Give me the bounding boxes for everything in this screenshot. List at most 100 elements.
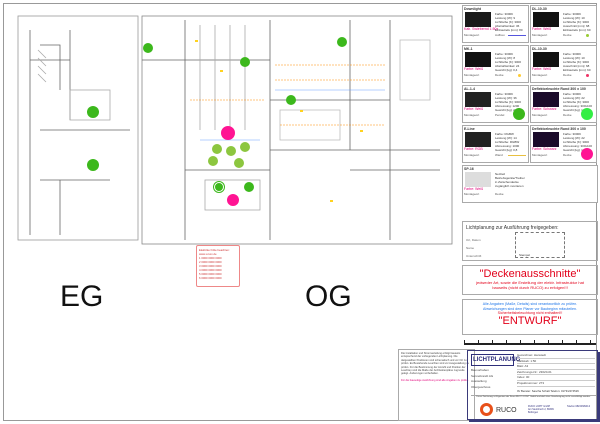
project-line: Ausstellung <box>471 379 487 383</box>
green-light-marker <box>214 182 224 192</box>
fixture-spec: Gewicht [kg]: 0,4 <box>495 68 518 72</box>
stamp-area: Stempel <box>515 232 565 258</box>
project-line: Obergeschoss <box>471 384 491 389</box>
fixture-spec: Gewicht [kg]: 1,2 <box>563 148 586 152</box>
symbol-dot-icon <box>586 74 589 77</box>
fixture-code: Farbe: 3000K <box>563 132 582 136</box>
draft-notice: Alle Angaben (Maße, Details) sind verant… <box>462 299 598 335</box>
fixture-spec: Lichtfarbe [K]: 3000 <box>495 60 522 64</box>
contact: Ihr Berater: Sascha Schalt Telefon: 0173… <box>517 389 579 393</box>
title-block: LICHTPLANUNG Bauvorhaben Sennebrandt AG … <box>467 350 598 420</box>
stamp-field: Unterschrift <box>466 254 482 258</box>
fixture-spec: Abmessung: 300x100 <box>563 104 593 108</box>
fixture-spec: Leistung [W]: 14 <box>495 136 517 140</box>
notes-text: Die Installation und Stromverteilung erf… <box>401 352 470 376</box>
fixture-spec: Abmessung: 1000 <box>495 144 520 148</box>
green-light-marker <box>87 159 99 171</box>
fixture-code: Farbe: 3000K <box>495 12 514 16</box>
field-value: A3 <box>524 364 529 369</box>
fixture-code: Farbe: 3000K <box>495 92 514 96</box>
fixture-title: DL-10-30 <box>532 47 547 51</box>
green-light-marker <box>212 144 222 154</box>
field-value: 1:50 <box>530 358 537 363</box>
fixture-spec: Ausschnitt [mm]: 68 <box>563 64 590 68</box>
fixture-code: Farbe: 3000K <box>495 52 514 56</box>
symbol-circle-icon <box>513 108 525 120</box>
fixture-image <box>465 172 491 187</box>
company-name: RUCO <box>496 407 517 414</box>
fixture-spec: Einbautiefe [mm]: 80 <box>495 28 523 32</box>
ceiling-text: jedweder Art, sowie die Erstellung der e… <box>476 280 584 290</box>
fixture-spec: Lichtfarbe [K]: 3000 <box>495 100 522 104</box>
fixture-tag: Farbe: Weiß <box>464 67 484 71</box>
fixture-title: Deflektorleuchte Rund 300 x 100 <box>532 127 586 131</box>
fixture-note: Montageort <box>532 153 548 157</box>
fixture-spec: Abmessung: 1200 <box>495 104 520 108</box>
legend-row: 4 0000 0000 0000 <box>199 268 222 272</box>
fixture-code: Farbe: 3000K <box>563 52 582 56</box>
project-line: Sennebrandt AG <box>471 373 494 378</box>
fixture-title: Downlight <box>464 7 481 11</box>
floor-label-eg: EG <box>60 280 104 313</box>
legend-row: 3 0000 0000 0000 <box>199 264 222 268</box>
fixture-tag: Farbe: Schwarz <box>532 107 557 111</box>
company-sub: RUCO LICHT GmbH <box>528 405 551 408</box>
fixture-code: Netzteil <box>495 172 506 176</box>
stamp-title: Lichtplanung zur Ausführung freigegeben: <box>466 225 559 231</box>
symbol-circle-icon <box>581 148 593 160</box>
fixture-note: Montageort <box>532 73 548 77</box>
fixture-image <box>533 92 559 107</box>
symbol-line-icon <box>508 35 526 36</box>
company-address: Am Steinbruch 2, 86399 Bobingen <box>528 408 554 415</box>
magenta-light-marker <box>227 194 239 206</box>
fixture-spec: Leistung [W]: 22 <box>563 96 585 100</box>
green-light-marker <box>208 156 218 166</box>
fixture-spec: Lichtfarbe [K]: 3000 <box>495 20 522 24</box>
floor-label-og: OG <box>305 280 352 313</box>
fixture-image <box>533 132 559 147</box>
field-label: Gezeichnet <box>517 353 533 357</box>
field-value: 273 <box>539 380 545 385</box>
fixture-spec: Leistung [W]: 36 <box>495 96 517 100</box>
fixture-image <box>465 92 491 107</box>
fixture-spec: Lichtfarbe [K]: 3000 <box>563 140 590 144</box>
legend-row: 2 0000 0000 0000 <box>199 260 222 264</box>
fixture-tag: Farbe: Weiß <box>532 67 552 71</box>
fixture-spec: Einbautiefe [mm]: 60 <box>563 28 591 32</box>
symbol-dot-icon <box>518 74 521 77</box>
fixture-tag: Farbe: RGB <box>464 147 483 151</box>
green-light-marker <box>240 142 250 152</box>
legend-row: 1 0000 0000 0000 <box>199 256 222 260</box>
fixture-install: Decke <box>563 73 572 77</box>
fixture-spec: Leistung [W]: 22 <box>563 136 585 140</box>
company-phone: Telefon 08234/9600-0 <box>567 405 591 408</box>
stamp-field: Name <box>466 246 475 250</box>
scale-bar <box>464 340 596 345</box>
green-light-marker <box>286 95 296 105</box>
legend-row: 6 0000 0000 0000 <box>199 276 222 280</box>
fixture-spec: Abmessung: 300x100 <box>563 144 593 148</box>
fixture-install: Decke <box>495 73 504 77</box>
fixture-spec: in Zwischendecke <box>495 180 519 184</box>
field-value: 23020-01 <box>539 369 552 374</box>
fixture-code: Farbe: 3000K <box>563 92 582 96</box>
fixture-spec: Gewicht [kg]: 0,8 <box>495 148 518 152</box>
draft-title: "ENTWURF" <box>498 315 562 328</box>
floor-plan <box>17 15 453 245</box>
legend-row: 5 0000 0000 0000 <box>199 272 222 276</box>
field-label: Index <box>517 375 525 380</box>
field-label: Blatt <box>517 364 524 369</box>
green-light-marker <box>87 106 99 118</box>
title-heading: LICHTPLANUNG <box>471 354 520 366</box>
fixture-note: Montageort <box>532 113 548 117</box>
field-label: Maßstab <box>517 358 529 363</box>
magenta-light-marker <box>221 126 235 140</box>
legend-title: Elektriker bitte beachten: www.xxxxx.de <box>199 248 230 256</box>
